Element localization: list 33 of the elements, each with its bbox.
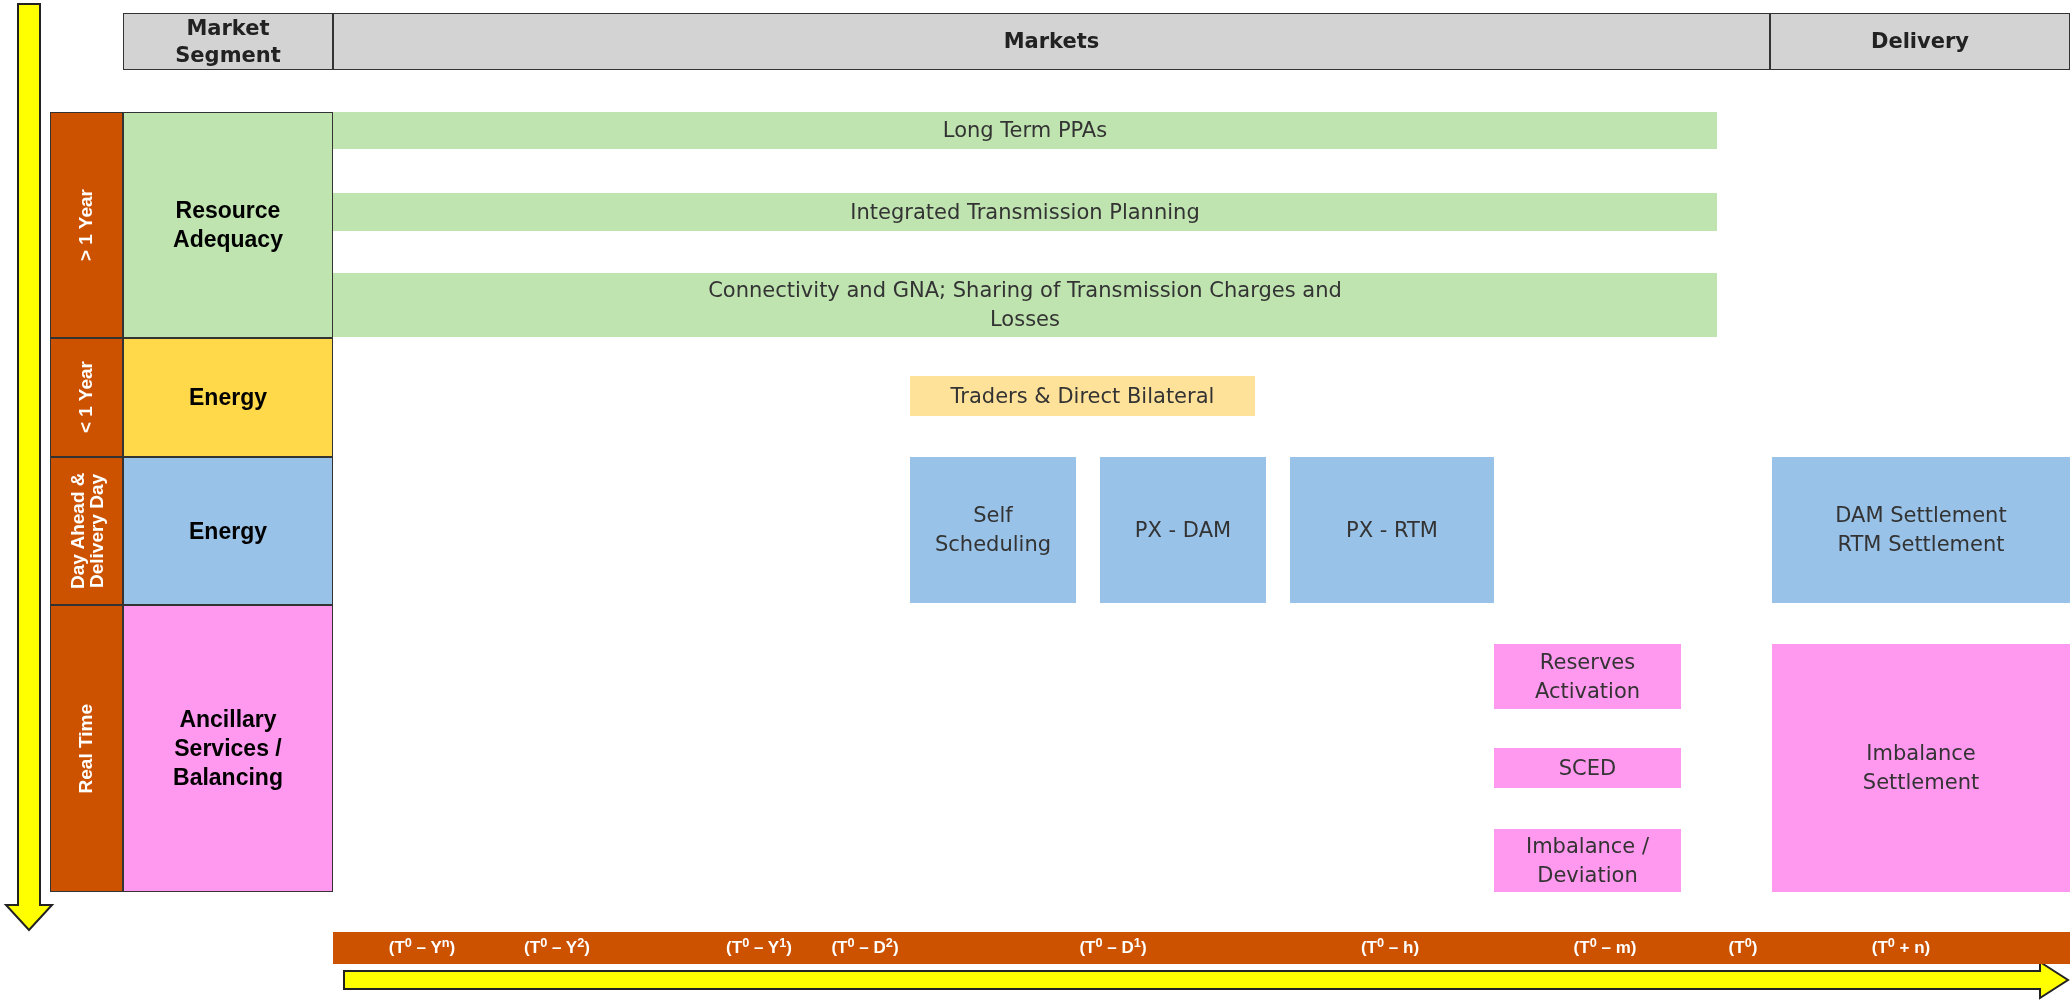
- market-bar: Integrated Transmission Planning: [333, 193, 1717, 231]
- segment-cell: Energy: [123, 457, 333, 605]
- timeline-tick-label: (T$^{0}$ + n): [1871, 935, 1931, 960]
- header-cell: Markets: [333, 13, 1770, 70]
- timeline-bar: [333, 932, 2070, 964]
- timeline-tick-label: (T$^{0}$ – h): [1360, 935, 1420, 960]
- timeline-tick-label: (T$^{0}$ – Y$^{2}$): [524, 935, 590, 960]
- market-box: SCED: [1494, 748, 1681, 788]
- settlement-box: Imbalance Settlement: [1772, 644, 2070, 892]
- market-bar: Traders & Direct Bilateral: [910, 376, 1255, 416]
- time-horizon-label: < 1 Year: [50, 338, 123, 457]
- market-box: PX - DAM: [1100, 457, 1266, 603]
- time-horizon-label: Real Time: [50, 605, 123, 892]
- header-cell: Market Segment: [123, 13, 333, 70]
- time-horizon-label: Day Ahead & Delivery Day: [50, 457, 123, 605]
- segment-cell: Energy: [123, 338, 333, 457]
- market-bar: Long Term PPAs: [333, 112, 1717, 149]
- timeline-tick-label: (T$^{0}$ – D$^{2}$): [831, 935, 899, 960]
- market-box: Self Scheduling: [910, 457, 1076, 603]
- timeline-tick-label: (T$^{0}$): [1728, 935, 1758, 960]
- settlement-box: DAM Settlement RTM Settlement: [1772, 457, 2070, 603]
- market-box: Reserves Activation: [1494, 644, 1681, 709]
- timeline-tick-label: (T$^{0}$ – m): [1573, 935, 1637, 960]
- timeline-tick-label: (T$^{0}$ – Y$^{1}$): [726, 935, 792, 960]
- market-bar: Connectivity and GNA; Sharing of Transmission Charges and Losses: [333, 273, 1717, 337]
- segment-cell: Ancillary Services / Balancing: [123, 605, 333, 892]
- timeline-tick-label: (T$^{0}$ – D$^{1}$): [1079, 935, 1147, 960]
- segment-cell: Resource Adequacy: [123, 112, 333, 338]
- market-box: Imbalance / Deviation: [1494, 829, 1681, 892]
- timeline-tick-label: (T$^{0}$ – Y$^{n}$): [388, 935, 456, 960]
- header-cell: Delivery: [1770, 13, 2070, 70]
- market-box: PX - RTM: [1290, 457, 1494, 603]
- time-horizon-label: > 1 Year: [50, 112, 123, 338]
